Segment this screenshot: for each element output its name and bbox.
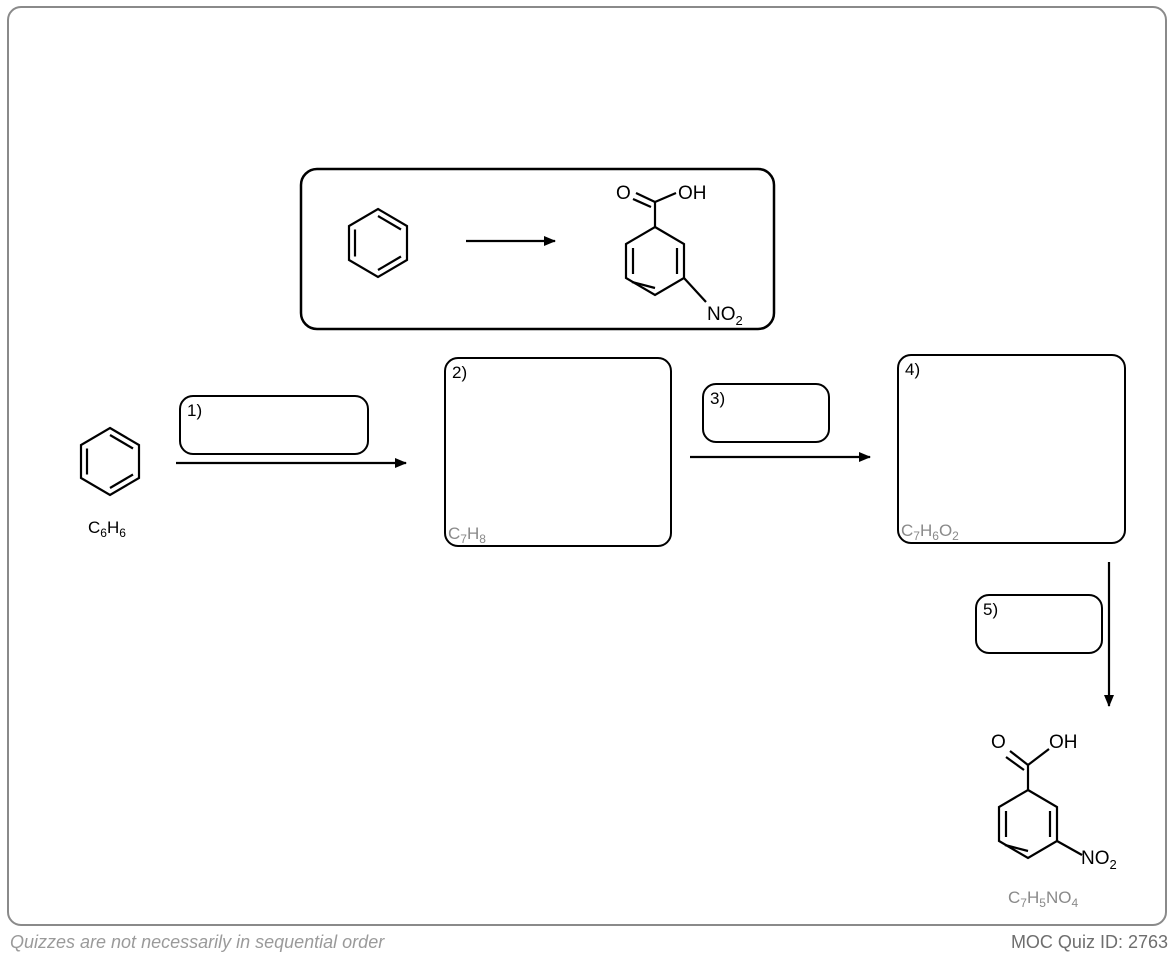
final-hydroxyl-oh: OH	[1049, 732, 1078, 753]
summary-carbonyl-o: O	[616, 183, 631, 204]
step-4-label: 4)	[905, 360, 921, 379]
summary-product-structure	[624, 191, 707, 303]
summary-nitro-label: NO2	[707, 304, 743, 328]
starting-benzene-structure	[79, 426, 141, 497]
quiz-frame	[7, 6, 1167, 926]
step-3-label: 3)	[710, 389, 726, 408]
footer-note: Quizzes are not necessarily in sequentia…	[10, 932, 385, 952]
reagent-box-step-3[interactable]: 3)	[702, 383, 830, 443]
final-product-structure	[997, 748, 1083, 860]
final-product-formula: C7H5NO4	[1008, 888, 1079, 910]
starting-formula: C6H6	[88, 518, 126, 540]
intermediate-box-step-4[interactable]: 4) C7H6O2	[897, 354, 1126, 544]
step-5-label: 5)	[983, 600, 999, 619]
step-1-label: 1)	[187, 401, 203, 420]
step-2-label: 2)	[452, 363, 468, 382]
step-2-formula: C7H8	[448, 524, 486, 546]
intermediate-box-step-2[interactable]: 2) C7H8	[444, 357, 672, 547]
summary-benzene-structure	[347, 207, 409, 279]
quiz-id: MOC Quiz ID: 2763	[1010, 932, 1168, 952]
summary-box	[299, 167, 776, 331]
summary-hydroxyl-oh: OH	[678, 183, 707, 204]
reagent-box-step-1[interactable]: 1)	[179, 395, 369, 455]
reagent-box-step-5[interactable]: 5)	[975, 594, 1103, 654]
step-4-formula: C7H6O2	[901, 521, 959, 543]
final-nitro-label: NO2	[1081, 848, 1117, 872]
final-carbonyl-o: O	[991, 732, 1006, 753]
